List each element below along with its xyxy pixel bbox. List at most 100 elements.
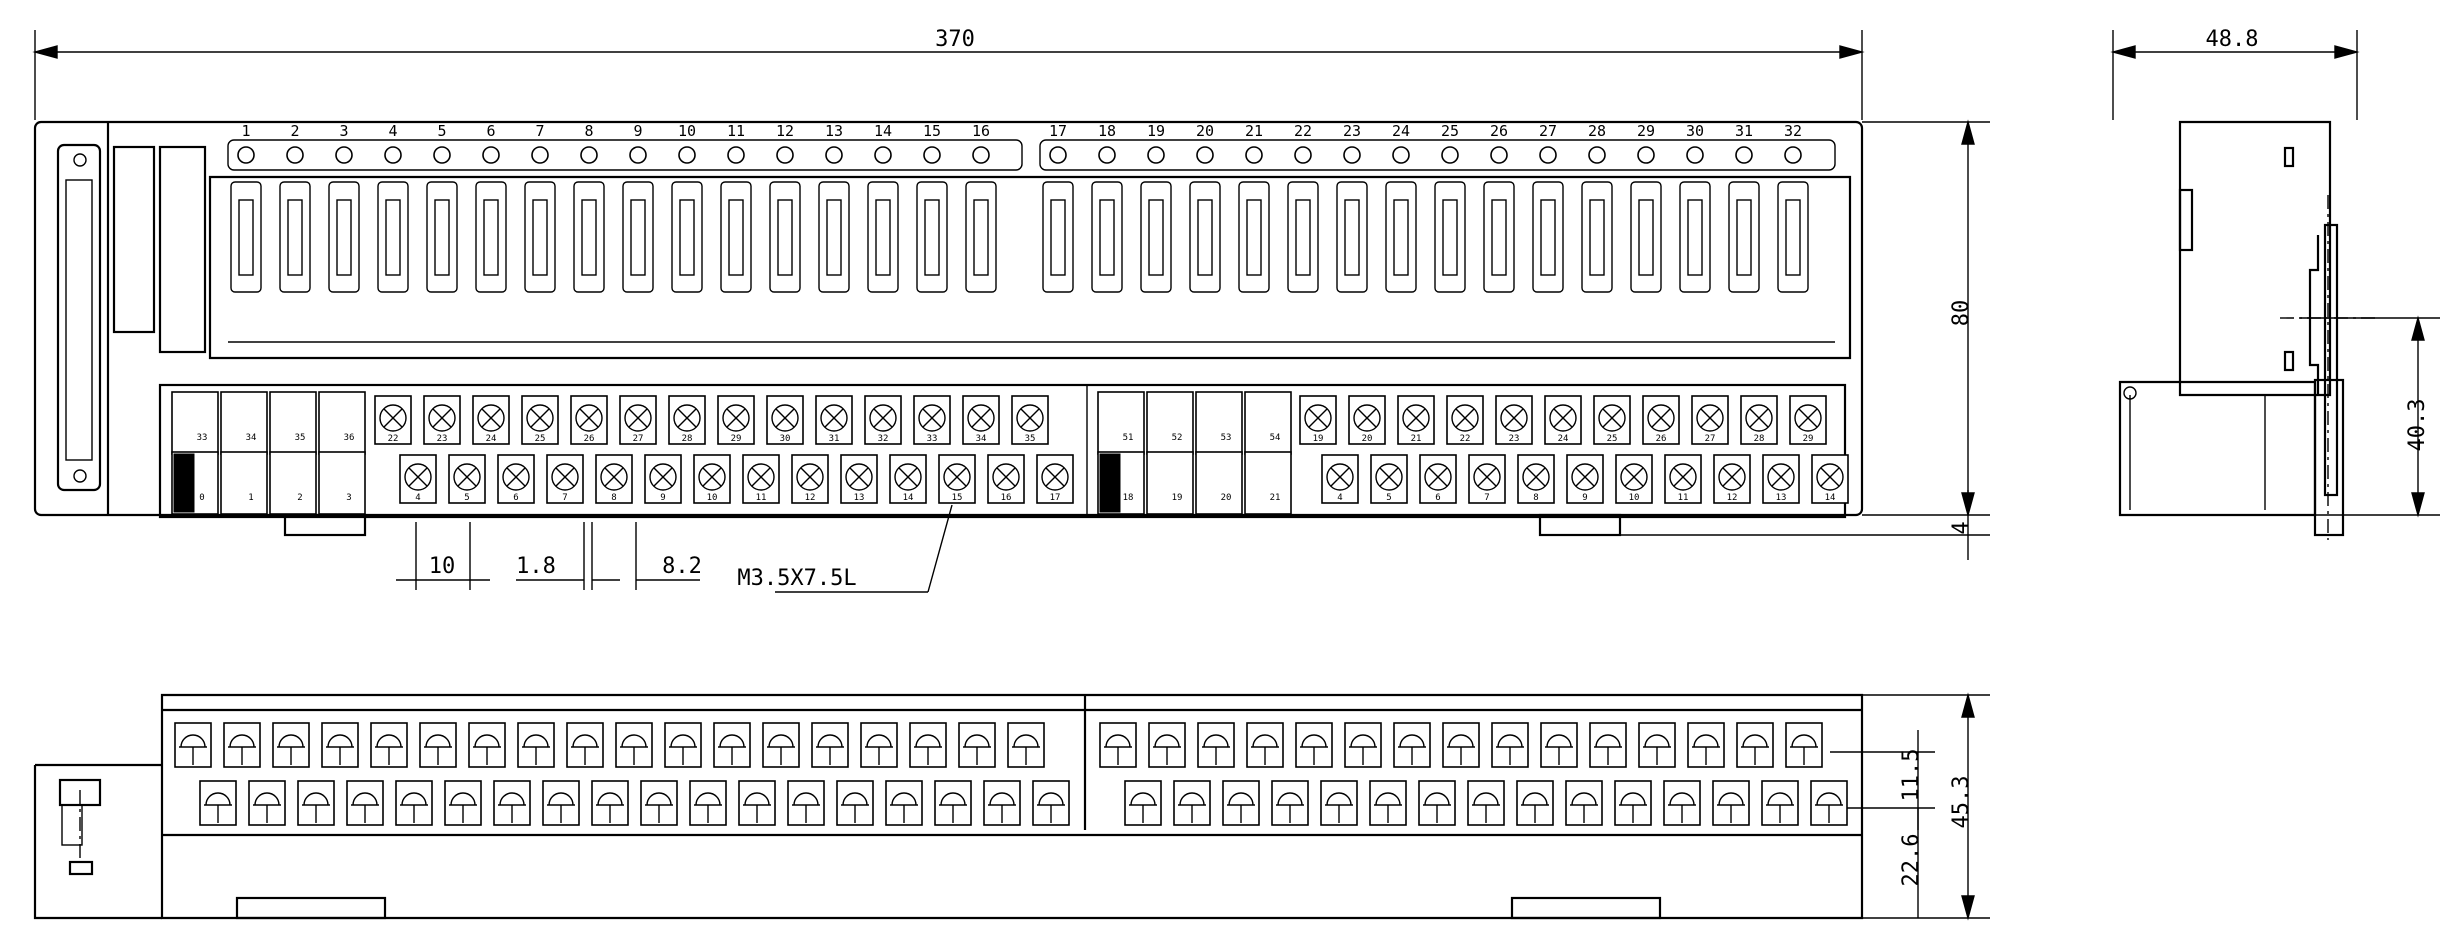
led-indicator <box>1098 146 1116 164</box>
relay-slot <box>1287 181 1319 293</box>
led-indicator <box>923 146 941 164</box>
relay-window <box>973 199 989 276</box>
bottom-terminal <box>1810 780 1848 826</box>
svg-text:17: 17 <box>1050 493 1061 503</box>
dim-terminal-width: 8.2 <box>662 554 702 579</box>
relay-window <box>1442 199 1458 276</box>
printed-terminal: 19 <box>1146 451 1194 515</box>
svg-text:13: 13 <box>854 493 865 503</box>
dim-side-width: 48.8 <box>2206 27 2259 52</box>
screw-terminal: 23 <box>423 395 461 445</box>
bottom-terminal <box>1295 722 1333 768</box>
led-number-label: 15 <box>923 122 941 140</box>
bottom-terminal <box>1614 780 1652 826</box>
svg-text:25: 25 <box>1607 434 1618 444</box>
screw-terminal: 12 <box>791 454 829 504</box>
relay-window <box>1491 199 1507 276</box>
svg-text:21: 21 <box>1411 434 1422 444</box>
led-indicator <box>776 146 794 164</box>
svg-text:19: 19 <box>1172 493 1183 503</box>
svg-text:22: 22 <box>388 434 399 444</box>
svg-text:26: 26 <box>1656 434 1667 444</box>
led-number-label: 7 <box>535 122 544 140</box>
relay-window <box>1687 199 1703 276</box>
led-indicator <box>972 146 990 164</box>
relay-slot <box>1385 181 1417 293</box>
relay-window <box>1050 199 1066 276</box>
screw-terminal: 9 <box>644 454 682 504</box>
screw-terminal: 32 <box>864 395 902 445</box>
relay-slot <box>1140 181 1172 293</box>
bottom-terminal <box>591 780 629 826</box>
screw-terminal: 28 <box>1740 395 1778 445</box>
bottom-terminal <box>1099 722 1137 768</box>
screw-terminal: 10 <box>693 454 731 504</box>
relay-window <box>1344 199 1360 276</box>
relay-slot <box>524 181 556 293</box>
printed-terminal: 21 <box>1244 451 1292 515</box>
bottom-terminal <box>1663 780 1701 826</box>
screw-terminal: 6 <box>1419 454 1457 504</box>
bottom-terminal <box>1173 780 1211 826</box>
bottom-terminal <box>640 780 678 826</box>
relay-window <box>1148 199 1164 276</box>
led-number-label: 9 <box>633 122 642 140</box>
dim-terminal-pitch: 10 <box>429 554 456 579</box>
relay-slot <box>622 181 654 293</box>
led-indicator <box>1441 146 1459 164</box>
relay-window <box>826 199 842 276</box>
relay-window <box>777 199 793 276</box>
svg-text:10: 10 <box>1629 493 1640 503</box>
printed-terminal: 54 <box>1244 391 1292 455</box>
bottom-terminal <box>909 722 947 768</box>
printed-terminal: 53 <box>1195 391 1243 455</box>
led-indicator <box>237 146 255 164</box>
bottom-terminal <box>836 780 874 826</box>
printed-terminal: 34 <box>220 391 268 455</box>
svg-text:5: 5 <box>464 493 469 503</box>
svg-text:34: 34 <box>246 433 257 443</box>
bottom-terminal <box>1124 780 1162 826</box>
bottom-terminal <box>1246 722 1284 768</box>
screw-terminal: 15 <box>938 454 976 504</box>
screw-terminal: 27 <box>1691 395 1729 445</box>
printed-terminal: 2 <box>269 451 317 515</box>
bottom-terminal <box>811 722 849 768</box>
svg-text:27: 27 <box>633 434 644 444</box>
relay-window <box>581 199 597 276</box>
led-indicator <box>727 146 745 164</box>
screw-terminal: 4 <box>399 454 437 504</box>
relay-slot <box>426 181 458 293</box>
screw-terminal: 11 <box>742 454 780 504</box>
led-number-label: 16 <box>972 122 990 140</box>
svg-text:14: 14 <box>903 493 914 503</box>
svg-text:33: 33 <box>197 433 208 443</box>
svg-text:3: 3 <box>346 493 351 503</box>
svg-text:5: 5 <box>1386 493 1391 503</box>
screw-terminal: 10 <box>1615 454 1653 504</box>
dim-bottom-row-pitch: 11.5 <box>1899 749 1924 802</box>
relay-window <box>875 199 891 276</box>
bottom-terminal-rows <box>174 722 1848 826</box>
bottom-terminal <box>272 722 310 768</box>
bottom-terminal <box>517 722 555 768</box>
relay-slot <box>1728 181 1760 293</box>
relay-row <box>230 181 1809 293</box>
led-number-label: 22 <box>1294 122 1312 140</box>
led-indicator <box>1784 146 1802 164</box>
svg-text:29: 29 <box>731 434 742 444</box>
svg-text:8: 8 <box>611 493 616 503</box>
dim-total-width: 370 <box>935 27 975 52</box>
relay-window <box>679 199 695 276</box>
screw-terminal: 16 <box>987 454 1025 504</box>
svg-text:26: 26 <box>584 434 595 444</box>
svg-text:35: 35 <box>295 433 306 443</box>
screw-terminal: 22 <box>1446 395 1484 445</box>
bottom-terminal <box>223 722 261 768</box>
svg-text:2: 2 <box>297 493 302 503</box>
bottom-terminal <box>1320 780 1358 826</box>
screw-terminal: 29 <box>1789 395 1827 445</box>
